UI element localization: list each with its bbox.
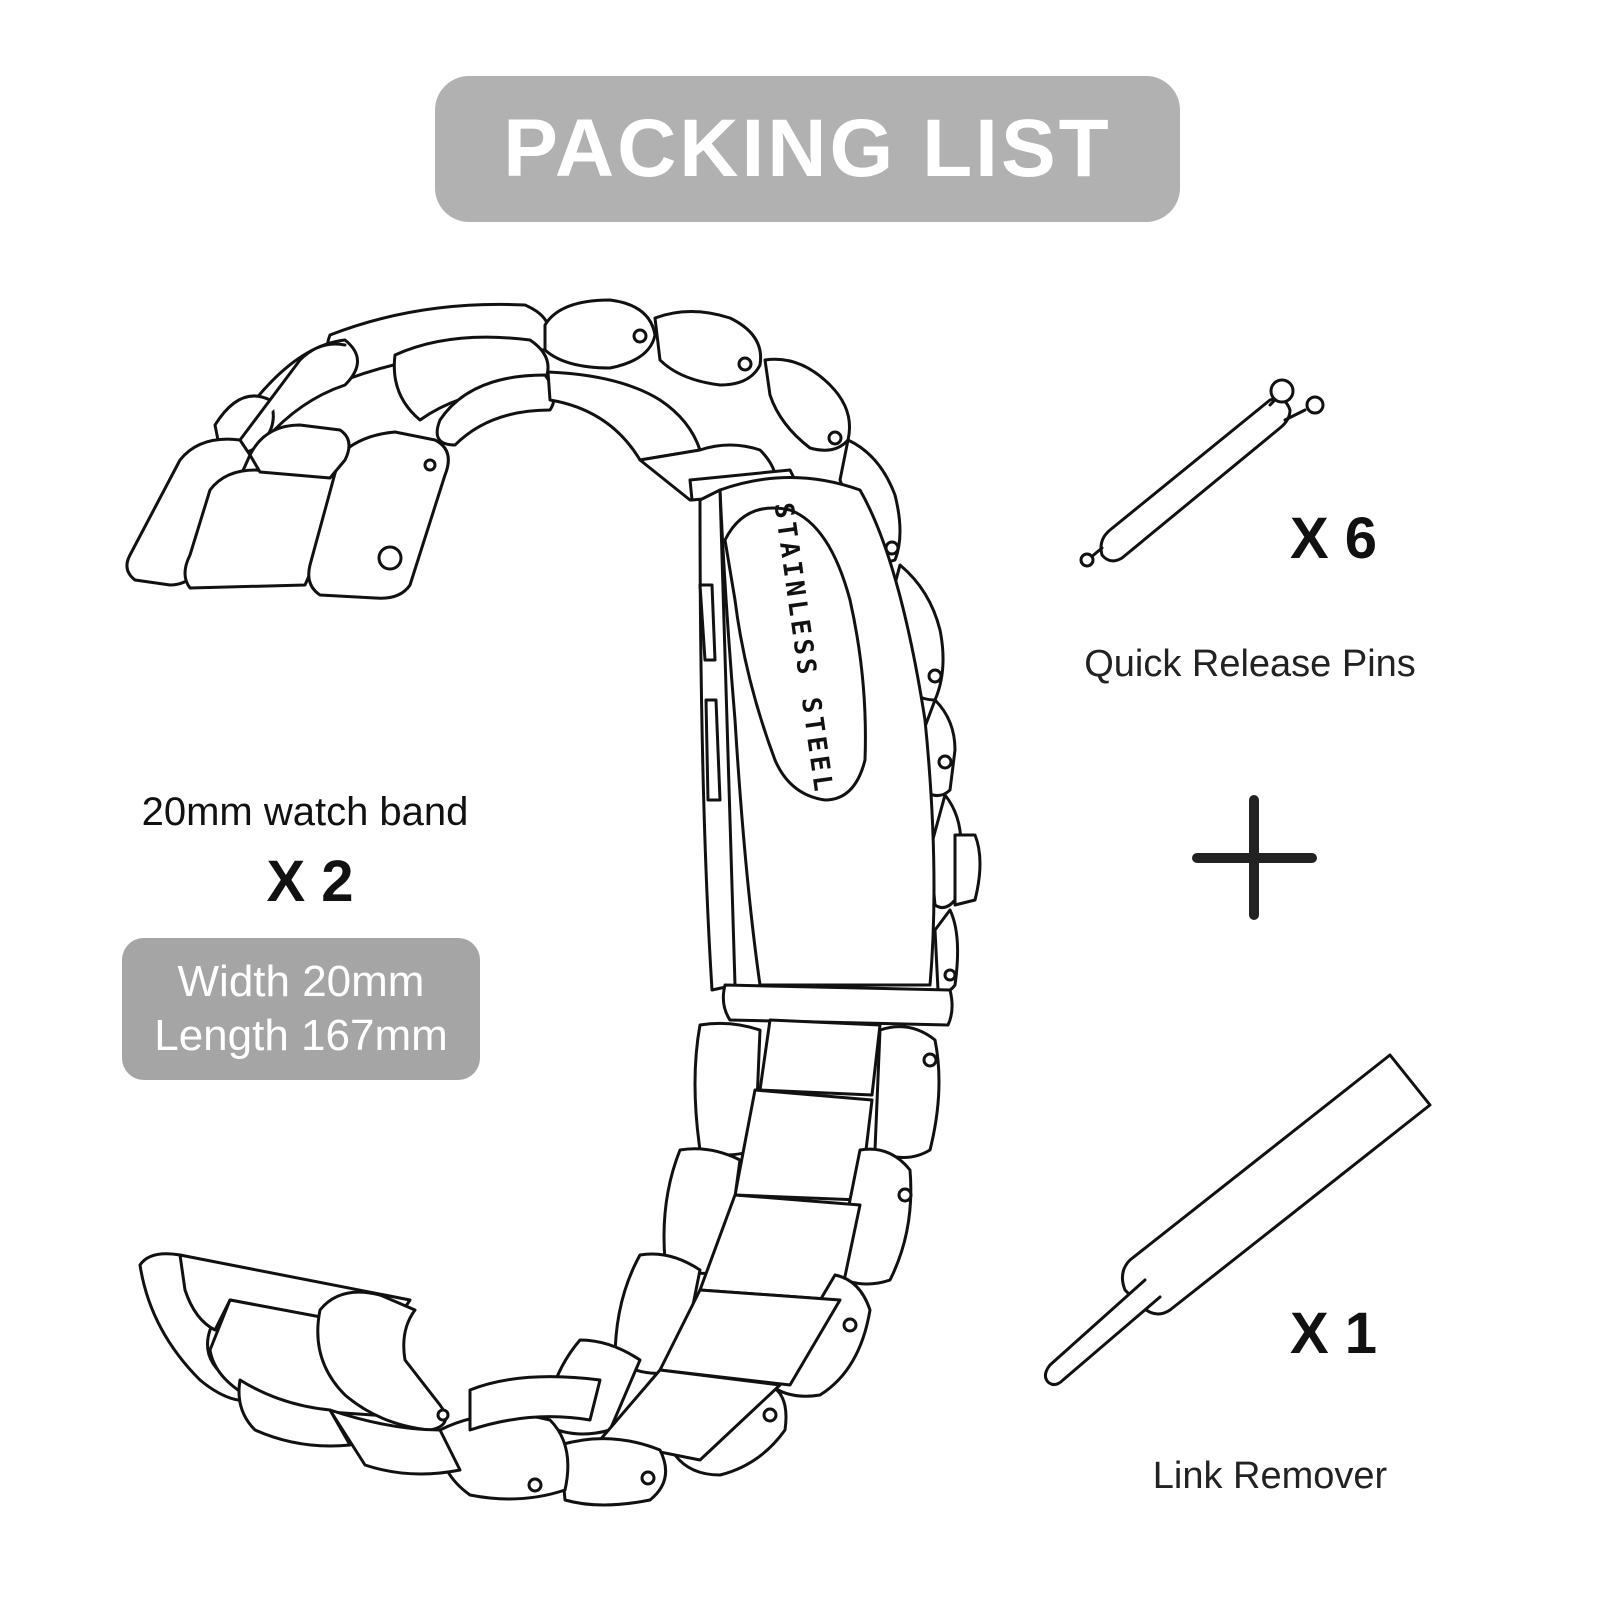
plus-icon <box>1192 795 1317 920</box>
pins-quantity: X 6 <box>1290 506 1378 571</box>
band-quantity: X 2 <box>266 849 354 914</box>
band-width: Width 20mm <box>177 957 425 1006</box>
title-banner: PACKING LIST <box>435 76 1180 222</box>
band-label: 20mm watch band <box>141 790 469 834</box>
link-remover-icon <box>1043 1053 1432 1387</box>
page-title: PACKING LIST <box>503 103 1112 194</box>
band-spec-badge: Width 20mm Length 167mm <box>122 938 480 1080</box>
watch-band-icon: STAINLESS STEEL <box>125 298 982 1507</box>
band-length: Length 167mm <box>154 1011 448 1060</box>
pins-label: Quick Release Pins <box>1084 643 1416 685</box>
remover-quantity: X 1 <box>1290 1301 1378 1366</box>
quick-release-pin-icon <box>1079 378 1325 568</box>
remover-label: Link Remover <box>1152 1455 1388 1497</box>
